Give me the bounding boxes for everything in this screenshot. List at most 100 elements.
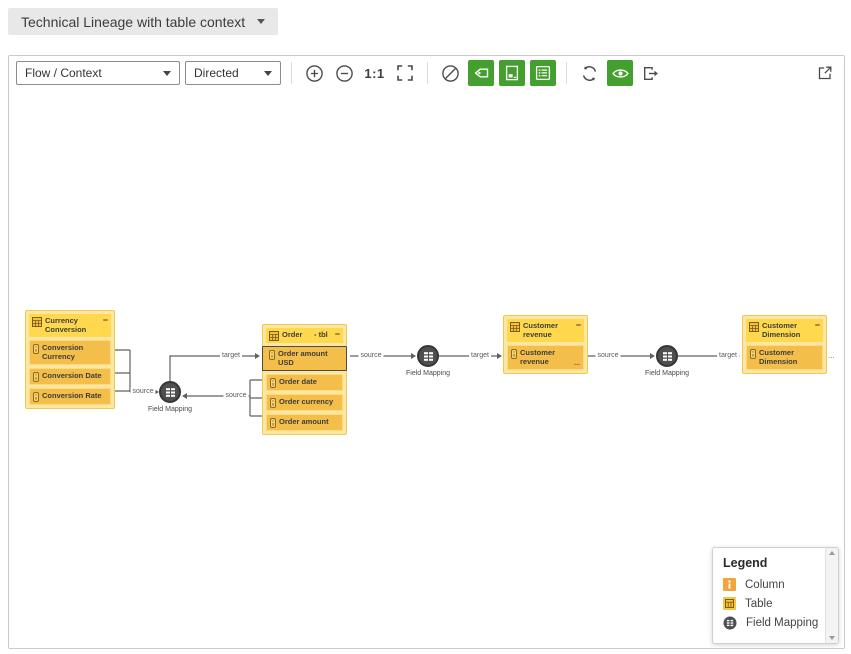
legend-title: Legend — [723, 556, 768, 570]
edge-label: source — [595, 351, 621, 360]
column-icon — [270, 397, 276, 408]
table-node-header[interactable]: Customer revenue − — [507, 319, 584, 342]
legend-item-label: Field Mapping — [746, 617, 819, 629]
field-mapping-icon — [165, 387, 175, 397]
column-label: Order currency — [279, 396, 334, 406]
field-mapping-icon — [423, 351, 433, 361]
scroll-up-icon — [829, 551, 835, 555]
edge-label: source — [130, 387, 156, 396]
document-image-icon — [505, 65, 519, 81]
edge-label: target — [220, 351, 242, 360]
scroll-down-icon — [829, 636, 835, 640]
external-link-icon — [818, 66, 831, 80]
column-row[interactable]: Customer Dimension — [746, 344, 823, 370]
column-row[interactable]: Customer revenue ... — [507, 344, 584, 370]
field-mapping-label: Field Mapping — [645, 370, 689, 377]
view-mode-select[interactable]: Flow / Context — [16, 61, 180, 85]
legend-item-label: Table — [745, 597, 773, 610]
table-node-title: Customer revenue — [523, 321, 559, 340]
column-icon — [269, 350, 275, 360]
fit-to-screen-button[interactable] — [392, 61, 417, 86]
legend-item-field-mapping: Field Mapping — [723, 616, 825, 630]
collapse-icon[interactable]: − — [575, 320, 581, 330]
open-in-new-window-button[interactable] — [812, 61, 837, 86]
slash-circle-icon — [442, 64, 459, 82]
table-legend-icon — [723, 597, 736, 610]
zoom-ratio-label: 1:1 — [364, 65, 385, 81]
lineage-canvas[interactable]: source target source source target sourc… — [9, 90, 844, 648]
column-label: Conversion Currency — [42, 342, 84, 362]
table-node-header[interactable]: Customer Dimension − — [746, 319, 823, 342]
column-icon — [33, 371, 39, 382]
chevron-down-icon — [163, 70, 171, 76]
table-node-order[interactable]: Order - tbl − Order amount USD Order dat… — [262, 324, 347, 435]
export-icon — [644, 66, 658, 80]
column-icon — [750, 348, 756, 359]
lineage-toolbar: Flow / Context Directed 1:1 — [9, 56, 844, 90]
tag-icon — [474, 68, 489, 78]
lineage-panel: Flow / Context Directed 1:1 — [8, 55, 845, 649]
collapse-icon[interactable]: − — [334, 329, 340, 339]
column-icon — [33, 343, 39, 354]
refresh-icon — [582, 65, 597, 81]
field-mapping-node[interactable] — [417, 345, 439, 367]
field-mapping-node[interactable] — [656, 345, 678, 367]
refresh-button[interactable] — [577, 61, 602, 86]
direction-select[interactable]: Directed — [185, 61, 281, 85]
edge-label: target — [469, 351, 491, 360]
field-mapping-node[interactable] — [159, 381, 181, 403]
field-mapping-legend-icon — [723, 616, 737, 630]
truncated-lineage-ellipsis: ... — [828, 351, 835, 360]
field-mapping-label: Field Mapping — [148, 406, 192, 413]
column-icon — [511, 348, 517, 359]
zoom-reset-button[interactable]: 1:1 — [362, 61, 387, 86]
visibility-button[interactable] — [607, 60, 633, 86]
column-label: Order amount — [279, 416, 329, 426]
table-node-header[interactable]: Order - tbl − — [266, 328, 343, 343]
table-node-customer-revenue[interactable]: Customer revenue − Customer revenue ... — [503, 315, 588, 374]
table-icon — [269, 331, 279, 341]
table-node-header[interactable]: Currency Conversion − — [29, 314, 111, 337]
column-row[interactable]: Order currency — [266, 393, 343, 411]
zoom-in-button[interactable] — [302, 61, 327, 86]
zoom-in-icon — [306, 64, 323, 82]
zoom-out-button[interactable] — [332, 61, 357, 86]
legend-scrollbar[interactable] — [825, 548, 838, 643]
edge-label: source — [358, 351, 384, 360]
column-legend-icon — [723, 578, 736, 591]
chevron-down-icon — [257, 19, 266, 24]
column-row[interactable]: Conversion Rate — [29, 387, 111, 405]
column-label: Order amount USD — [278, 349, 328, 368]
toolbar-separator — [291, 62, 292, 84]
disable-highlight-button[interactable] — [438, 61, 463, 86]
column-label: Conversion Rate — [42, 390, 102, 400]
lineage-view-selector[interactable]: Technical Lineage with table context — [8, 8, 279, 35]
export-button[interactable] — [638, 61, 663, 86]
view-mode-value: Flow / Context — [25, 66, 102, 80]
lineage-view-selector-label: Technical Lineage with table context — [21, 13, 246, 30]
toolbar-separator — [427, 62, 428, 84]
show-preview-button[interactable] — [499, 60, 525, 86]
column-row[interactable]: Conversion Date — [29, 367, 111, 385]
edge-label: source — [223, 391, 249, 400]
column-icon — [270, 417, 276, 428]
show-list-view-button[interactable] — [530, 60, 556, 86]
column-row[interactable]: Order amount — [266, 413, 343, 431]
table-node-currency-conversion[interactable]: Currency Conversion − Conversion Currenc… — [25, 310, 115, 409]
column-row-selected[interactable]: Order amount USD — [262, 346, 347, 371]
column-row[interactable]: Order date — [266, 373, 343, 391]
legend-item-column: Column — [723, 578, 825, 591]
toolbar-separator — [566, 62, 567, 84]
column-icon — [270, 377, 276, 388]
collapse-icon[interactable]: − — [814, 320, 820, 330]
show-attributes-button[interactable] — [468, 60, 494, 86]
table-node-customer-dimension[interactable]: Customer Dimension − Customer Dimension — [742, 315, 827, 374]
collapse-icon[interactable]: − — [102, 315, 108, 325]
column-row[interactable]: Conversion Currency — [29, 339, 111, 365]
column-label: Customer revenue — [520, 347, 556, 367]
column-icon — [33, 391, 39, 402]
chevron-down-icon — [264, 70, 272, 76]
table-icon — [749, 322, 759, 332]
column-label: Customer Dimension — [759, 347, 798, 367]
field-mapping-icon — [662, 351, 672, 361]
